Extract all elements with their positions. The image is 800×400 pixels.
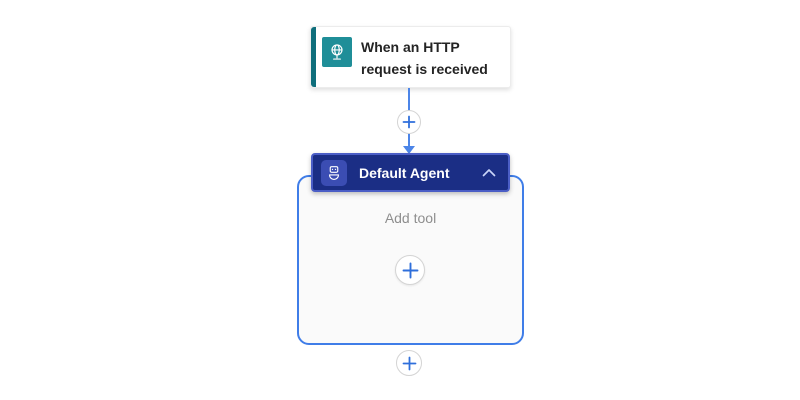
agent-bot-icon — [321, 159, 347, 186]
http-request-globe-icon — [322, 37, 352, 67]
add-tool-placeholder: Add tool — [384, 210, 437, 226]
add-tool-button[interactable] — [395, 255, 425, 285]
agent-card-default-agent[interactable]: Default Agent — [311, 153, 510, 192]
insert-action-button[interactable] — [397, 110, 421, 134]
chevron-up-icon — [482, 169, 496, 177]
collapse-agent-button[interactable] — [480, 164, 498, 182]
insert-action-after-agent-button[interactable] — [396, 350, 422, 376]
plus-icon — [402, 262, 418, 278]
plus-icon — [402, 356, 416, 370]
trigger-card-http-request[interactable]: When an HTTP request is received — [310, 26, 511, 88]
agent-title: Default Agent — [359, 164, 450, 181]
trigger-title: When an HTTP request is received — [361, 39, 488, 77]
plus-icon — [402, 115, 416, 129]
connector-arrowhead-icon — [403, 146, 415, 154]
trigger-accent-stripe — [311, 27, 316, 87]
